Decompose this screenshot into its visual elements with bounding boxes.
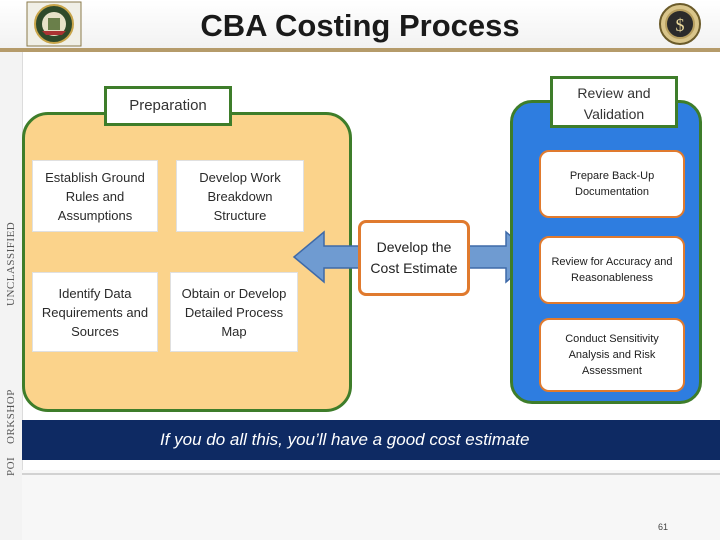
header-rule	[0, 48, 720, 52]
svg-text:$: $	[676, 15, 685, 35]
bottom-rule	[22, 473, 720, 475]
poi-label: POI	[5, 456, 17, 476]
classification-label: UNCLASSIFIED	[5, 221, 17, 306]
prep-step-data-requirements: Identify Data Requirements and Sources	[32, 272, 158, 352]
review-label: Review and Validation	[550, 76, 678, 128]
review-step-accuracy: Review for Accuracy and Reasonableness	[539, 236, 685, 304]
preparation-label: Preparation	[104, 86, 232, 126]
dollar-seal-logo: $	[659, 3, 701, 45]
review-step-sensitivity: Conduct Sensitivity Analysis and Risk As…	[539, 318, 685, 392]
banner-text: If you do all this, you’ll have a good c…	[160, 430, 530, 449]
prep-step-process-map: Obtain or Develop Detailed Process Map	[170, 272, 298, 352]
army-seal-logo	[26, 1, 82, 47]
prep-step-wbs: Develop Work Breakdown Structure	[176, 160, 304, 232]
bottom-band	[22, 470, 720, 540]
develop-estimate-box: Develop the Cost Estimate	[358, 220, 470, 296]
review-step-backup-docs: Prepare Back-Up Documentation	[539, 150, 685, 218]
footer-banner	[22, 420, 720, 460]
header-band	[0, 0, 720, 48]
page-number: 61	[658, 522, 669, 532]
workshop-label: ORKSHOP	[5, 389, 17, 444]
prep-step-ground-rules: Establish Ground Rules and Assumptions	[32, 160, 158, 232]
page-title: CBA Costing Process	[200, 8, 520, 43]
